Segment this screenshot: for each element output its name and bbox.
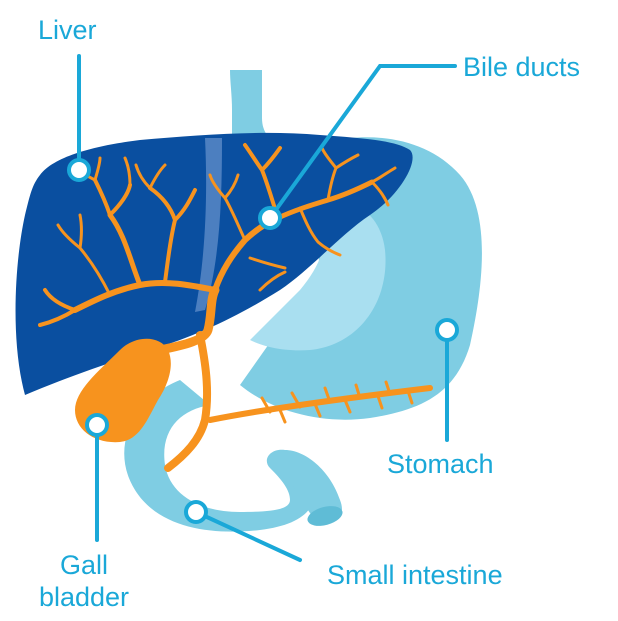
small-intestine-pointer-dot <box>186 502 206 522</box>
bile-ducts-pointer-dot <box>260 208 280 228</box>
small-intestine-label: Small intestine <box>327 559 503 591</box>
liver-pointer-dot <box>69 160 89 180</box>
gall-bladder-label: Gall bladder <box>24 549 144 613</box>
gall-bladder-pointer-dot <box>87 415 107 435</box>
liver-label: Liver <box>38 14 97 46</box>
gall-bladder-label-line2: bladder <box>24 581 144 613</box>
gall-bladder-label-line1: Gall <box>24 549 144 581</box>
stomach-label: Stomach <box>387 448 494 480</box>
stomach-pointer-dot <box>437 320 457 340</box>
bile-ducts-label: Bile ducts <box>463 51 580 83</box>
